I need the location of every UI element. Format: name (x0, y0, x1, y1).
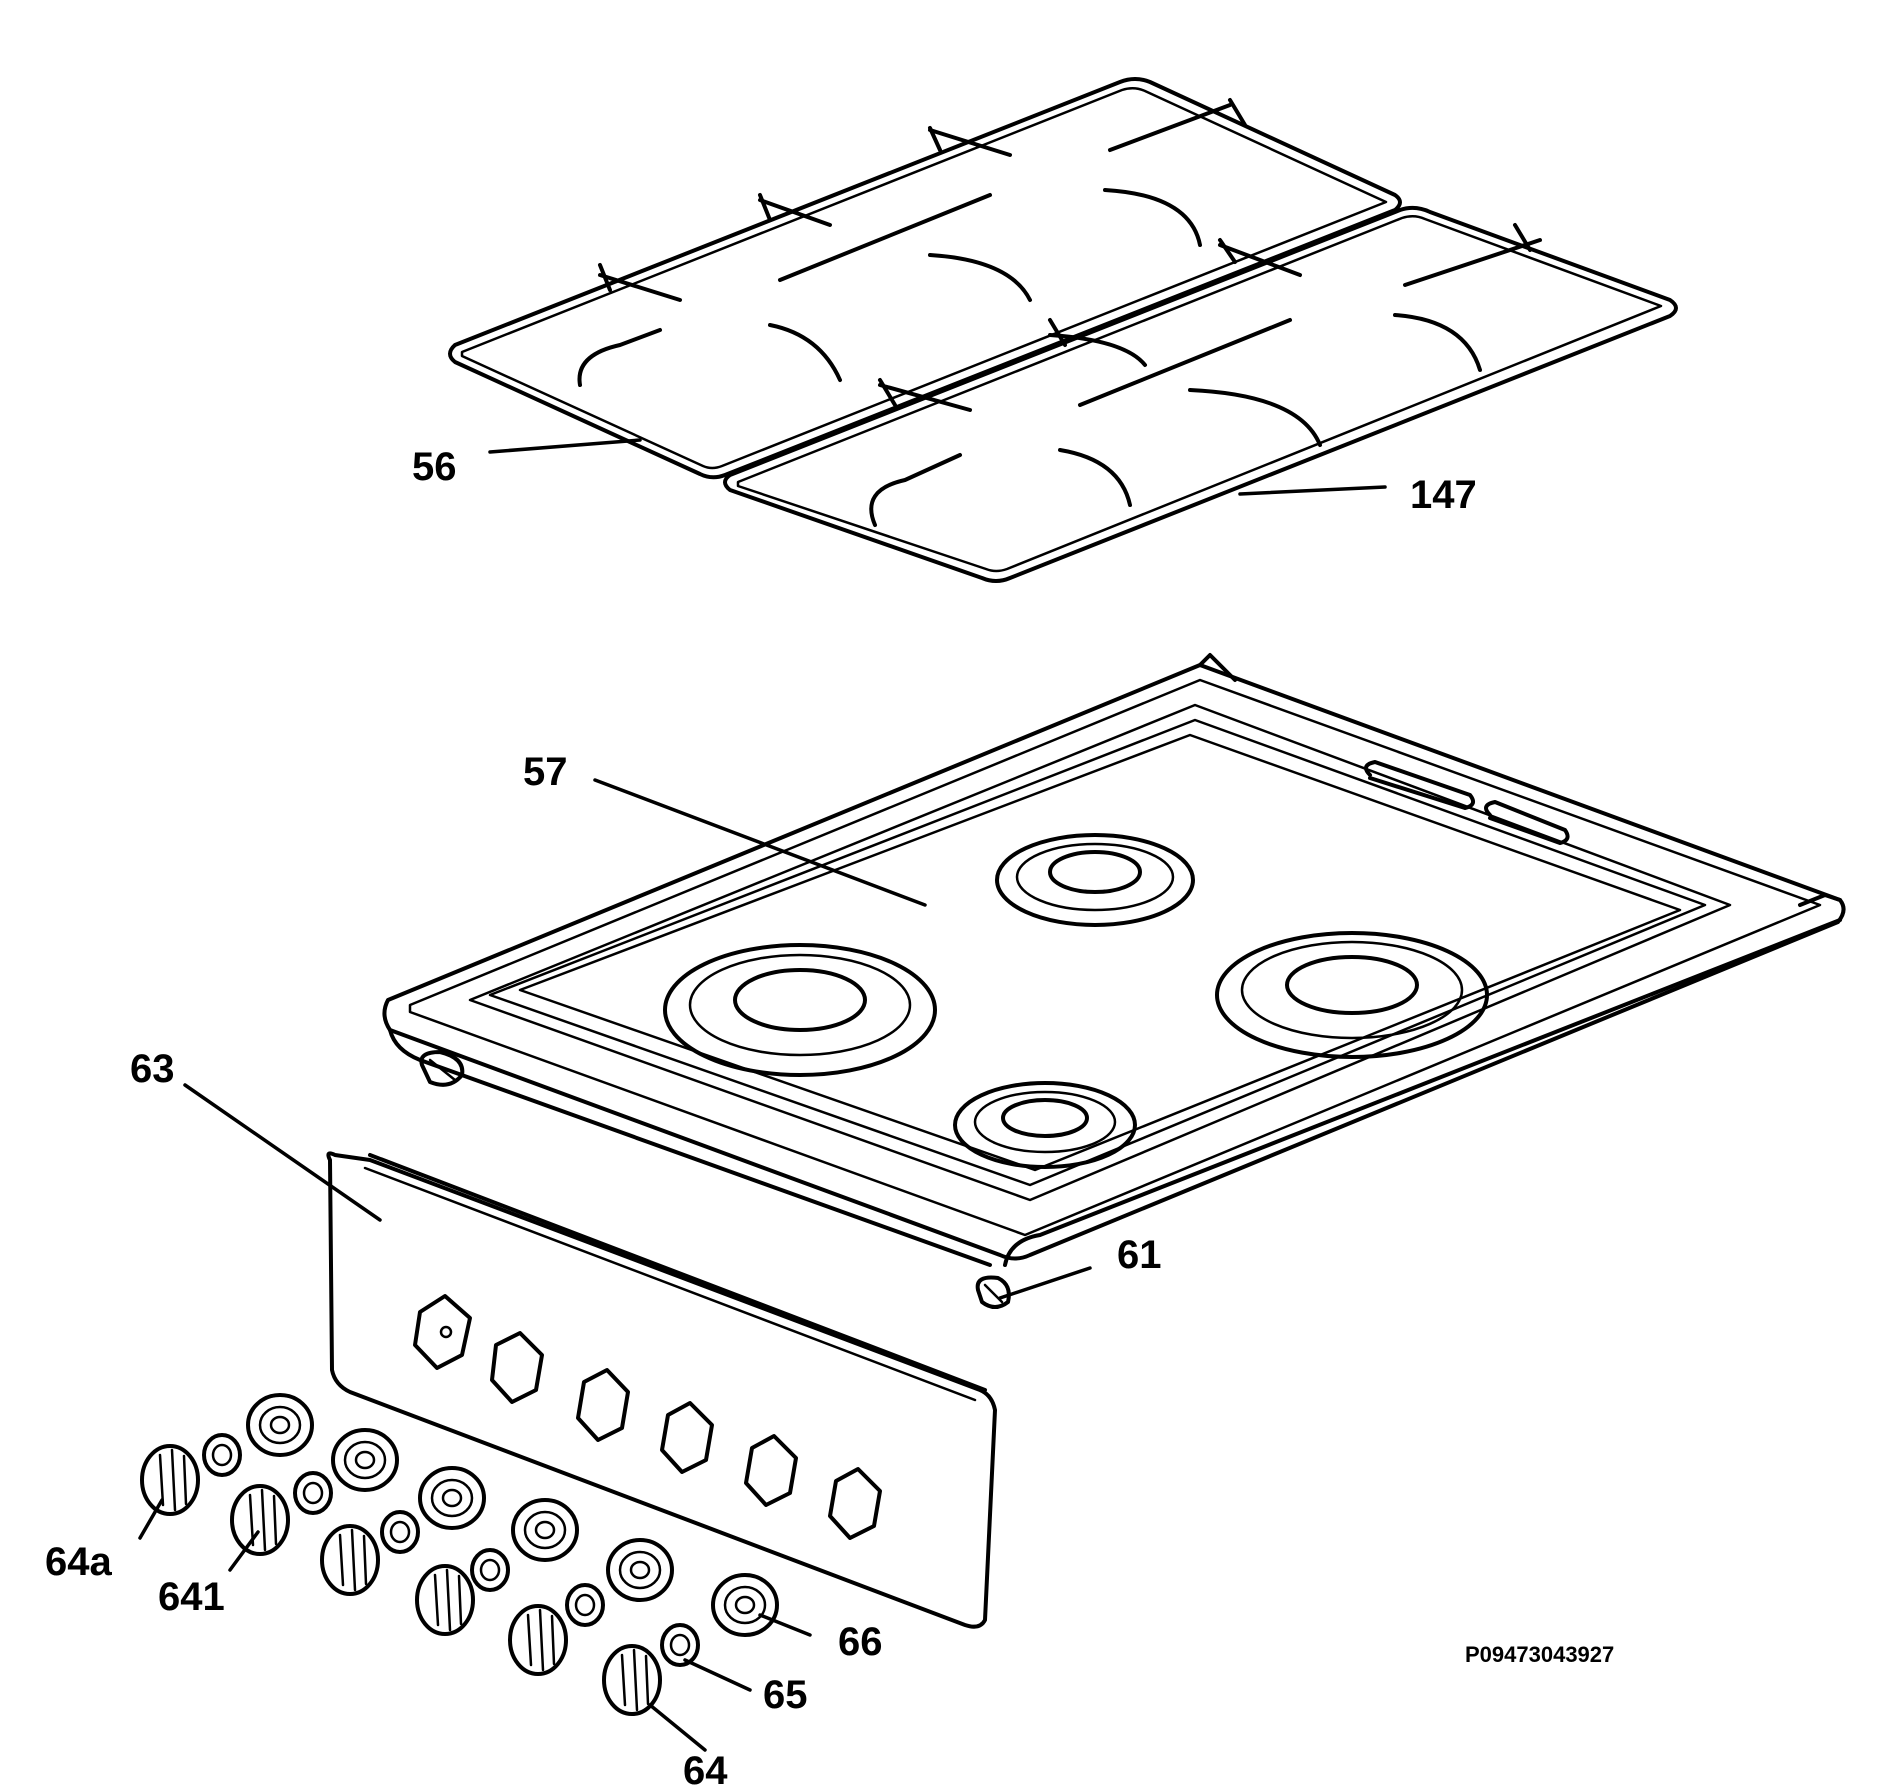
label-65: 65 (763, 1673, 808, 1717)
knob (415, 1564, 475, 1636)
knob (508, 1604, 568, 1676)
knob (140, 1444, 200, 1516)
bezel-ring (246, 1393, 314, 1457)
spring (565, 1583, 605, 1627)
clip-left (419, 1050, 465, 1087)
knob (602, 1644, 662, 1716)
fixing-clip (975, 1275, 1011, 1309)
spring (293, 1471, 333, 1515)
part-labels: 56 147 57 63 61 64a 641 64 65 66 P094730… (45, 445, 1614, 1787)
bezel-ring (711, 1573, 779, 1637)
spring (470, 1548, 510, 1592)
bezel-ring (606, 1538, 674, 1602)
control-panel (326, 1151, 997, 1629)
knob (230, 1484, 290, 1556)
leader-lines (138, 438, 1387, 1752)
label-61: 61 (1117, 1233, 1162, 1277)
label-147: 147 (1410, 473, 1477, 517)
knob-set (140, 1393, 779, 1716)
diagram-code: P09473043927 (1465, 1642, 1614, 1667)
hob-top (382, 653, 1846, 1267)
spring (660, 1623, 700, 1667)
label-56: 56 (412, 445, 457, 489)
label-66: 66 (838, 1620, 883, 1664)
label-641: 641 (158, 1575, 225, 1619)
bezel-ring (331, 1428, 399, 1492)
label-64: 64 (683, 1749, 728, 1787)
spring (202, 1433, 242, 1477)
spring (380, 1510, 420, 1554)
bezel-ring (511, 1498, 579, 1562)
grate-left (448, 77, 1402, 480)
knob (320, 1524, 380, 1596)
label-63: 63 (130, 1047, 175, 1091)
bezel-ring (418, 1466, 486, 1530)
label-57: 57 (523, 750, 568, 794)
label-64a: 64a (45, 1540, 112, 1584)
grate-right (723, 205, 1678, 583)
